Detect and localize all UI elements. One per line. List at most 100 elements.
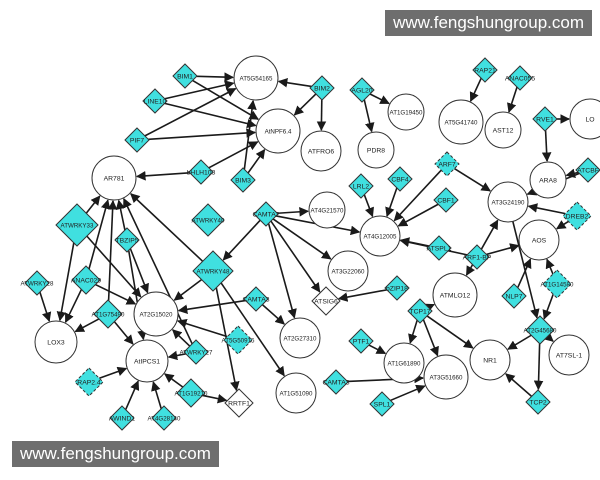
gene-circle xyxy=(327,250,369,292)
node-pif7: PIF7 xyxy=(124,127,150,153)
node-rrtf1: RRTF1 xyxy=(224,388,254,418)
edge-nlp7-to-aos xyxy=(516,258,532,289)
node-lrl2: LRL2 xyxy=(348,173,374,199)
node-at2g15020: AT2G15020 xyxy=(133,291,179,337)
edge-arf1-bp-to-aos xyxy=(486,243,520,256)
edge-bim2-to-atnpf6-4 xyxy=(293,93,317,116)
edge-tcp2-to-nr1 xyxy=(505,373,533,398)
edge-tcp17-to-nr1 xyxy=(426,315,474,349)
node-at4g12005: AT4G12005 xyxy=(359,215,401,257)
gene-circle xyxy=(125,339,169,383)
node-atipcs1: AtIPCS1 xyxy=(125,339,169,383)
edge-at1g75490-to-lox3 xyxy=(74,318,100,333)
edge-at1g19210-to-rrtf1 xyxy=(202,393,228,404)
node-atfro6: ATFRO6 xyxy=(300,130,342,172)
node-label: LOX3 xyxy=(47,340,65,347)
tf-diamond xyxy=(142,88,168,114)
node-label: RAP21 xyxy=(474,68,496,75)
node-at5g41740: AT5G41740 xyxy=(438,99,484,145)
tf-diamond xyxy=(192,250,234,292)
gene-circle xyxy=(383,342,425,384)
edge-agl20-to-pdr8 xyxy=(363,99,375,133)
tf-diamond xyxy=(348,328,374,354)
tf-diamond xyxy=(349,77,375,103)
node-label: CAMTA2 xyxy=(252,212,279,219)
node-ast12: AST12 xyxy=(484,111,522,149)
node-label: AT5G50915 xyxy=(222,338,255,345)
node-atwrky28: ATWRKY28 xyxy=(21,270,54,296)
node-label: ANAC055 xyxy=(505,76,535,83)
tf-diamond xyxy=(124,127,150,153)
tf-diamond xyxy=(191,203,225,237)
node-camta2: CAMTA2 xyxy=(252,201,280,227)
node-label: AT4G12005 xyxy=(364,234,397,241)
tf-diamond xyxy=(230,167,256,193)
node-label: ANAC029 xyxy=(71,278,101,285)
node-at5g54165: AT5G54165 xyxy=(233,55,279,101)
node-cbf1: CBF1 xyxy=(433,187,459,213)
tf-diamond xyxy=(172,63,198,89)
node-arf7: ARF7 xyxy=(434,151,460,177)
node-at2g27310: AT2G27310 xyxy=(279,317,321,359)
node-label: CBF1 xyxy=(437,198,455,205)
node-at7sl-1: AT7SL-1 xyxy=(548,334,590,376)
node-at1g51090: AT1G51090 xyxy=(275,372,317,414)
node-label: AT2G45680 xyxy=(524,328,557,335)
edge-camta2-to-atwrky48 xyxy=(222,219,261,261)
node-tcp17: TCP17 xyxy=(407,298,433,324)
tf-diamond xyxy=(109,405,135,431)
node-at1g14580: AT1G14580 xyxy=(541,269,574,299)
edge-arf7-to-at3g24190 xyxy=(453,167,491,192)
tf-diamond xyxy=(323,369,349,395)
edge-bim1-to-at5g54165 xyxy=(196,72,234,82)
edge-agl20-to-at1g19450 xyxy=(369,93,390,105)
edge-tcp17-to-at1g61890 xyxy=(408,319,418,344)
node-atwrky48: ATWRKY48 xyxy=(192,250,234,292)
node-label: ATWRKY40 xyxy=(192,218,225,225)
edge-cbf4-to-at4g12005 xyxy=(385,187,398,218)
node-anac055: ANAC055 xyxy=(505,65,535,91)
gene-circle xyxy=(487,181,529,223)
edge-bim2-to-at5g54165 xyxy=(277,77,312,88)
tf-diamond xyxy=(387,166,413,192)
edge-at4g28140-to-atipcs1 xyxy=(151,381,163,409)
tf-diamond xyxy=(71,265,101,295)
node-awind1: AWIND1 xyxy=(109,405,135,431)
edge-atwrky48-to-at1g51090 xyxy=(220,282,285,377)
edge-at3g24190-to-at2g45680 xyxy=(512,221,540,319)
edge-at1g75490-to-ar781 xyxy=(107,200,118,301)
edge-cbf1-to-at4g12005 xyxy=(397,203,439,227)
node-label: ATWRKY28 xyxy=(21,281,54,288)
edge-bzip18-to-atsig6 xyxy=(337,289,388,302)
watermark-top: www.fengshungroup.com xyxy=(385,10,592,36)
node-ar781: AR781 xyxy=(91,155,137,201)
edge-camta2-to-atsig6 xyxy=(270,220,321,293)
tf-diamond xyxy=(311,286,341,316)
node-bhlh103: bHLH103 xyxy=(187,159,216,185)
edge-lrl2-to-at4g12005 xyxy=(363,194,374,218)
edge-camta2-to-at2g27310 xyxy=(267,223,297,319)
node-anac029: ANAC029 xyxy=(71,265,101,295)
node-label: PTF1 xyxy=(353,339,370,346)
gene-circle xyxy=(359,215,401,257)
tf-diamond xyxy=(24,270,50,296)
node-label: ATWRKY27 xyxy=(180,350,213,357)
node-label: NLP7 xyxy=(505,294,522,301)
node-tbzip5: TBZIP5 xyxy=(114,227,140,253)
gene-circle xyxy=(469,339,511,381)
node-label: RAP2.4 xyxy=(77,380,101,387)
node-label: ATFRO6 xyxy=(308,149,335,156)
tf-diamond xyxy=(348,173,374,199)
gene-circle xyxy=(569,98,600,140)
node-atsig6: ATSIG6 xyxy=(311,286,341,316)
node-label: AT3G22060 xyxy=(332,269,365,276)
edge-atwrky33-to-at2g15020 xyxy=(86,235,142,298)
node-rve1: RVE1 xyxy=(532,106,558,132)
node-label: bHLH103 xyxy=(187,170,216,177)
edge-camta2-to-at3g22060 xyxy=(272,218,332,260)
node-rap2-4: RAP2.4 xyxy=(74,367,104,397)
gene-circle xyxy=(438,99,484,145)
edge-at2g45680-to-at7sl-1 xyxy=(543,332,554,342)
edge-line10-to-atnpf6-4 xyxy=(164,102,257,129)
node-atwrky33: ATWRKY33 xyxy=(55,203,99,247)
